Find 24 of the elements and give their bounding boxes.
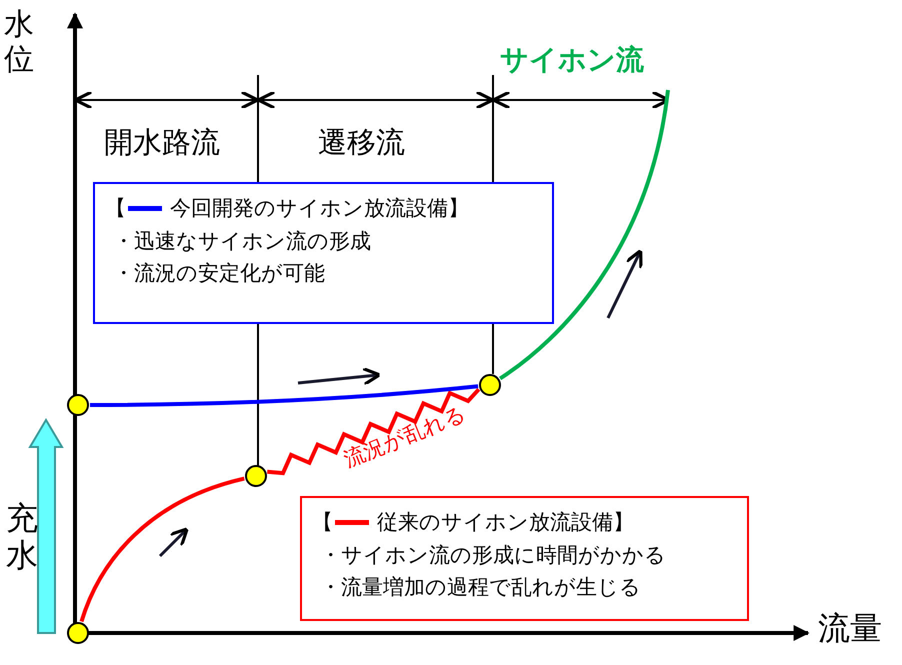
region-label: 開水路流 [104, 128, 220, 157]
point-marker [67, 622, 89, 644]
bullet-text: ・迅速なサイホン流の形成 [112, 228, 372, 255]
legend-title: 今回開発のサイホン放流設備】 [170, 195, 469, 222]
point-marker [245, 465, 267, 487]
region-label: 遷移流 [318, 128, 405, 157]
legend-bracket: 【 [105, 195, 126, 222]
curve [498, 90, 670, 380]
curve [80, 476, 245, 622]
zigzag-line [267, 388, 480, 476]
legend-box [300, 496, 749, 621]
point-marker [67, 394, 89, 416]
bullet-text: ・流況の安定化が可能 [112, 260, 326, 288]
region-label: サイホン流 [500, 46, 644, 74]
legend-box [93, 182, 554, 324]
bullet-text: ・流量増加の過程で乱れが生じる [319, 574, 642, 602]
axis-title: 水位 [4, 8, 35, 77]
point-marker [479, 374, 501, 396]
bullet-text: ・サイホン流の形成に時間がかかる [319, 542, 667, 569]
curve [90, 384, 478, 407]
axis-title: 流量 [818, 612, 882, 644]
edge-label: 流況が乱れる [341, 403, 469, 471]
legend-bracket: 【 [312, 509, 333, 536]
legend-title: 従来のサイホン放流設備】 [377, 509, 634, 536]
